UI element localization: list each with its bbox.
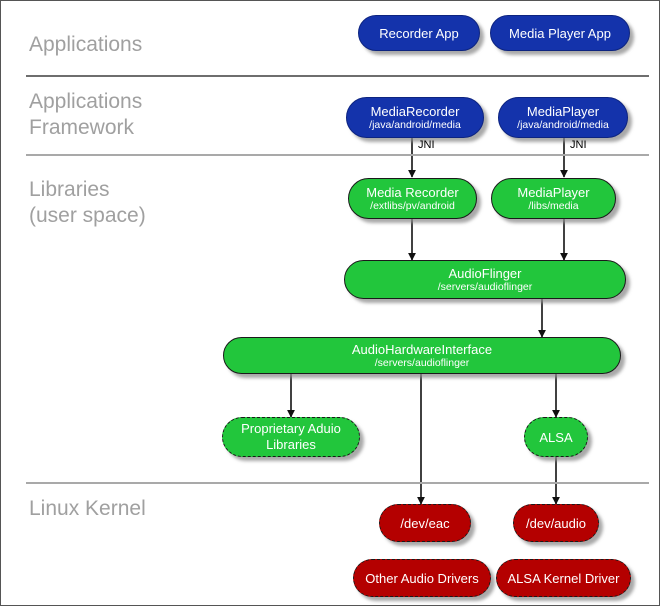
node-title: /dev/eac: [400, 515, 450, 531]
node-subtitle: /java/android/media: [369, 119, 461, 131]
node-alsa-kernel-driver[interactable]: ALSA Kernel Driver: [496, 559, 631, 597]
node-subtitle: /servers/audioflinger: [437, 281, 533, 293]
node-dev-eac[interactable]: /dev/eac: [379, 504, 471, 542]
layer-label-applications: Applications: [29, 33, 143, 56]
node-subtitle: /java/android/media: [517, 119, 609, 131]
node-media-recorder-library[interactable]: Media Recorder /extlibs/pv/android: [348, 178, 477, 219]
node-title: MediaPlayer: [517, 185, 590, 200]
layer-label-linux-kernel: Linux Kernel: [29, 497, 146, 520]
edge-label-jni-right: JNI: [570, 139, 587, 151]
node-dev-audio[interactable]: /dev/audio: [513, 504, 599, 542]
node-title: AudioHardwareInterface: [351, 342, 493, 357]
node-media-player-app[interactable]: Media Player App: [490, 15, 630, 51]
layer-label-libraries: Libraries (user space): [29, 178, 146, 227]
node-title: MediaRecorder: [370, 104, 460, 119]
node-title: Recorder App: [379, 25, 459, 41]
edge-label-jni-left: JNI: [418, 139, 435, 151]
node-other-audio-drivers[interactable]: Other Audio Drivers: [353, 559, 491, 597]
node-mediarecorder-framework[interactable]: MediaRecorder /java/android/media: [346, 97, 484, 138]
node-title: AudioFlinger: [448, 266, 522, 281]
node-title: ALSA Kernel Driver: [507, 570, 620, 586]
node-mediaplayer-framework[interactable]: MediaPlayer /java/android/media: [498, 97, 628, 138]
node-proprietary-audio-libraries[interactable]: Proprietary Aduio Libraries: [222, 417, 360, 457]
node-title: Media Player App: [509, 25, 611, 41]
node-title: MediaPlayer: [526, 104, 600, 119]
divider-applications: [26, 75, 649, 77]
node-subtitle: /servers/audioflinger: [374, 357, 470, 369]
node-recorder-app[interactable]: Recorder App: [358, 15, 480, 51]
node-title: Media Recorder: [366, 185, 459, 200]
node-title: ALSA: [539, 429, 573, 445]
node-audioflinger[interactable]: AudioFlinger /servers/audioflinger: [344, 260, 626, 299]
divider-libraries: [26, 482, 649, 484]
divider-framework: [26, 154, 649, 156]
node-title: Other Audio Drivers: [365, 570, 479, 586]
node-subtitle: /libs/media: [528, 200, 579, 212]
node-subtitle: /extlibs/pv/android: [370, 200, 455, 212]
node-audiohardwareinterface[interactable]: AudioHardwareInterface /servers/audiofli…: [223, 337, 621, 374]
layer-label-applications-framework: Applications Framework: [29, 90, 143, 139]
node-title: /dev/audio: [526, 515, 586, 531]
node-alsa[interactable]: ALSA: [524, 417, 588, 457]
node-mediaplayer-library[interactable]: MediaPlayer /libs/media: [491, 178, 616, 219]
node-title: Proprietary Aduio Libraries: [241, 421, 341, 452]
